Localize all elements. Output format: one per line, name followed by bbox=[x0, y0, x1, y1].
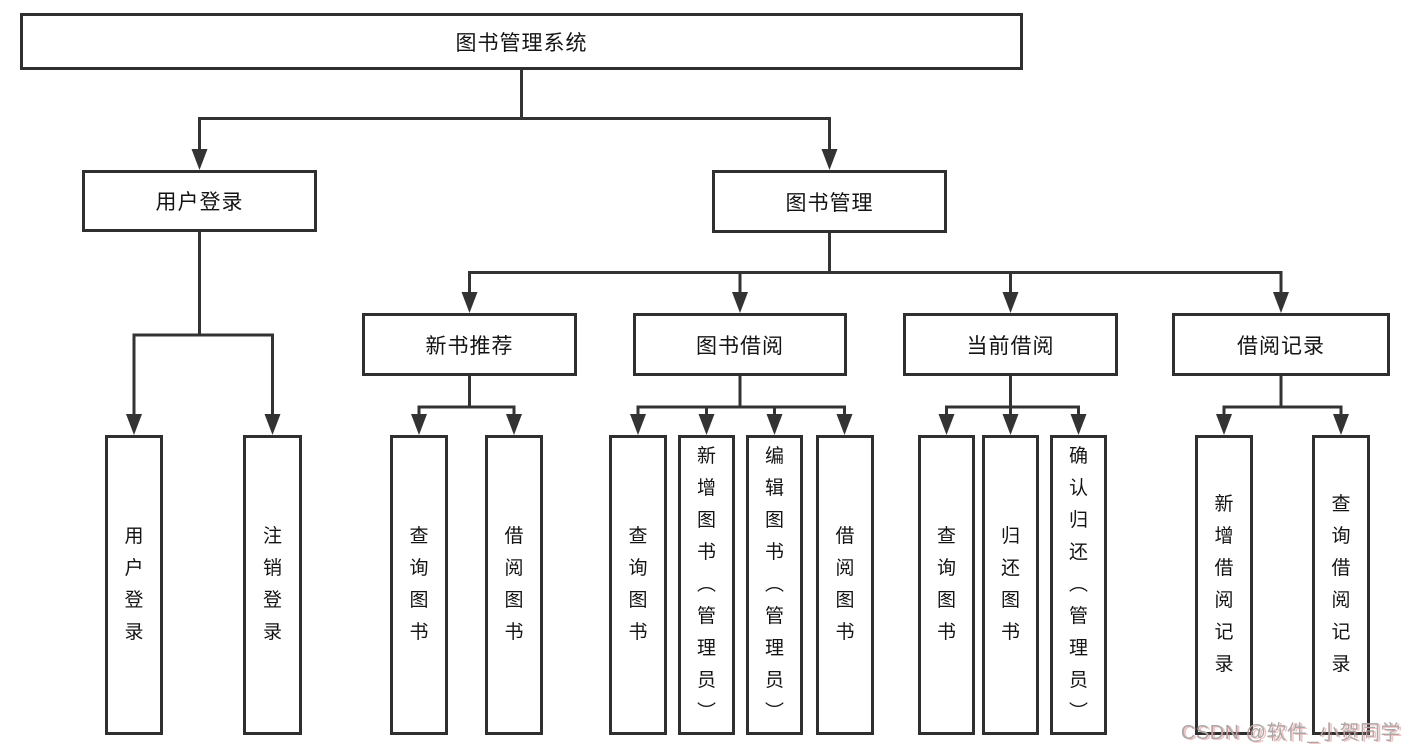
arrow-icon bbox=[1216, 414, 1232, 435]
leaf-query-borrow-record: 查 询 借 阅 记 录 bbox=[1312, 435, 1370, 735]
node-user-login: 用户登录 bbox=[82, 170, 317, 232]
arrow-icon bbox=[1333, 414, 1349, 435]
leaf-query-borrow-record-label: 查 询 借 阅 记 录 bbox=[1331, 494, 1351, 675]
leaf-add-borrow-record-label: 新 增 借 阅 记 录 bbox=[1214, 494, 1234, 675]
arrowheads bbox=[126, 149, 1349, 435]
leaf-return-book-label: 归 还 图 书 bbox=[1000, 526, 1020, 643]
leaf-borrow-book-label: 借 阅 图 书 bbox=[835, 526, 855, 643]
leaf-recommend-query-book-label: 查 询 图 书 bbox=[409, 526, 429, 643]
leaf-borrow-query-book-label: 查 询 图 书 bbox=[628, 526, 648, 643]
node-new-book-recommend-label: 新书推荐 bbox=[425, 334, 514, 358]
leaf-current-query-book: 查 询 图 书 bbox=[918, 435, 975, 735]
arrow-icon bbox=[698, 414, 715, 435]
leaf-user-login-label: 用 户 登 录 bbox=[124, 526, 144, 643]
arrow-icon bbox=[1070, 414, 1087, 435]
leaf-edit-book-admin: 编 辑 图 书 ︵ 管 理 员 ︶ bbox=[746, 435, 803, 735]
arrow-icon bbox=[264, 414, 281, 435]
arrow-icon bbox=[1273, 292, 1289, 313]
csdn-watermark: CSDN @软件_小贺同学 bbox=[1180, 722, 1401, 744]
leaf-confirm-return-admin: 确 认 归 还 ︵ 管 理 员 ︶ bbox=[1050, 435, 1107, 735]
leaf-recommend-borrow-book: 借 阅 图 书 bbox=[485, 435, 543, 735]
leaf-logout-label: 注 销 登 录 bbox=[262, 526, 282, 643]
arrow-icon bbox=[1002, 414, 1019, 435]
leaf-recommend-query-book: 查 询 图 书 bbox=[390, 435, 448, 735]
leaf-add-borrow-record: 新 增 借 阅 记 录 bbox=[1195, 435, 1253, 735]
arrow-icon bbox=[938, 414, 955, 435]
arrow-icon bbox=[1002, 292, 1019, 313]
leaf-recommend-borrow-book-label: 借 阅 图 书 bbox=[504, 526, 524, 643]
node-user-login-label: 用户登录 bbox=[155, 191, 244, 214]
node-book-borrow-label: 图书借阅 bbox=[696, 334, 784, 358]
connector-borrow-record-children bbox=[1222, 376, 1343, 421]
leaf-borrow-book: 借 阅 图 书 bbox=[816, 435, 874, 735]
arrow-icon bbox=[821, 149, 838, 170]
leaf-return-book: 归 还 图 书 bbox=[982, 435, 1039, 735]
leaf-current-query-book-label: 查 询 图 书 bbox=[936, 526, 956, 643]
connector-lines bbox=[132, 70, 1343, 421]
leaf-confirm-return-admin-label: 确 认 归 还 ︵ 管 理 员 ︶ bbox=[1068, 446, 1088, 723]
arrow-icon bbox=[732, 292, 748, 313]
arrow-icon bbox=[630, 414, 646, 435]
arrow-icon bbox=[461, 292, 478, 313]
node-borrow-records: 借阅记录 bbox=[1172, 313, 1390, 376]
node-current-borrow-label: 当前借阅 bbox=[966, 334, 1055, 358]
connector-new-book-children bbox=[417, 376, 516, 421]
node-book-management: 图书管理 bbox=[712, 170, 947, 233]
node-new-book-recommend: 新书推荐 bbox=[362, 313, 577, 376]
arrow-icon bbox=[411, 414, 427, 435]
arrow-icon bbox=[836, 414, 853, 435]
leaf-add-book-admin: 新 增 图 书 ︵ 管 理 员 ︶ bbox=[678, 435, 735, 735]
node-book-management-label: 图书管理 bbox=[785, 191, 874, 215]
connector-user-login-children bbox=[132, 232, 274, 421]
leaf-add-book-admin-label: 新 增 图 书 ︵ 管 理 员 ︶ bbox=[696, 446, 716, 723]
connector-book-borrow-children bbox=[636, 376, 846, 421]
leaf-borrow-query-book: 查 询 图 书 bbox=[609, 435, 667, 735]
arrow-icon bbox=[126, 414, 142, 435]
arrow-icon bbox=[766, 414, 783, 435]
arrow-icon bbox=[191, 149, 208, 170]
arrow-icon bbox=[506, 414, 522, 435]
node-borrow-records-label: 借阅记录 bbox=[1237, 334, 1325, 358]
leaf-logout: 注 销 登 录 bbox=[243, 435, 302, 735]
node-book-borrow: 图书借阅 bbox=[633, 313, 847, 376]
node-root: 图书管理系统 bbox=[20, 13, 1023, 70]
node-current-borrow: 当前借阅 bbox=[903, 313, 1118, 376]
leaf-edit-book-admin-label: 编 辑 图 书 ︵ 管 理 员 ︶ bbox=[764, 446, 784, 723]
leaf-user-login: 用 户 登 录 bbox=[105, 435, 163, 735]
connector-book-management-children bbox=[468, 233, 1283, 299]
connector-root-to-level2 bbox=[198, 70, 831, 156]
node-root-label: 图书管理系统 bbox=[455, 31, 588, 55]
